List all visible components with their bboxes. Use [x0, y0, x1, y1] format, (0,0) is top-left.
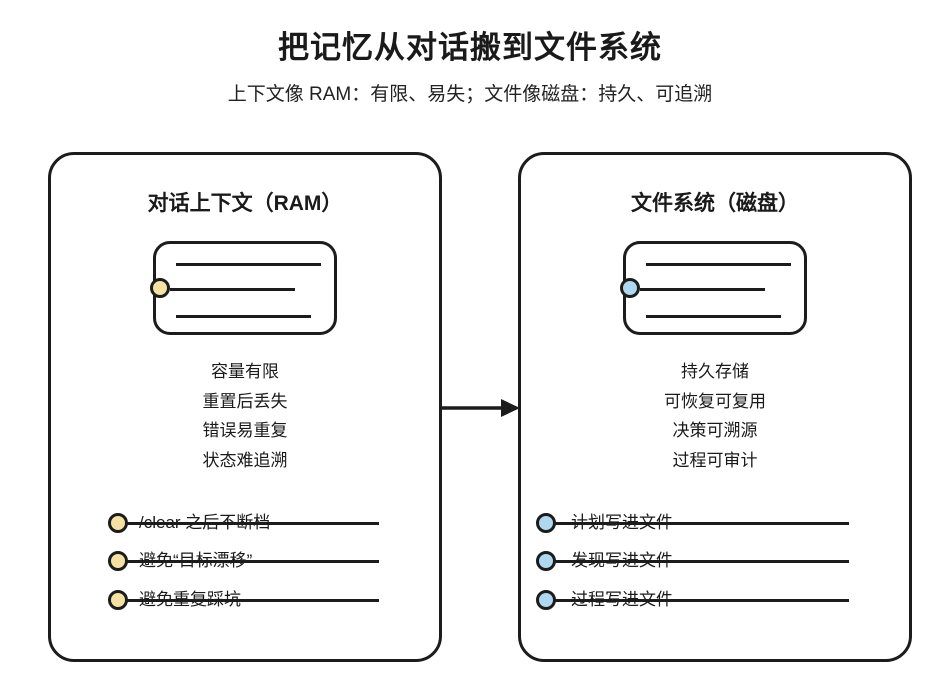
page-subtitle: 上下文像 RAM：有限、易失；文件像磁盘：持久、可追溯	[227, 84, 713, 105]
panel-conversation-ram: 对话上下文（RAM） 容量有限 重置后丢失 错误易重复 状态难追溯 /clear…	[48, 152, 442, 662]
trait-item: 持久存储	[681, 362, 749, 381]
strikethrough-line	[546, 598, 849, 602]
arrow-left-to-right-icon	[439, 399, 520, 417]
milestone-row: /clear 之后不断档	[51, 513, 439, 533]
trait-item: 过程可审计	[672, 450, 758, 470]
milestone-row: 避免“目标漂移”	[51, 551, 439, 571]
strikethrough-line	[118, 598, 379, 602]
trait-item: 决策可溯源	[672, 421, 758, 440]
strikethrough-line	[546, 559, 849, 563]
milestone-row: 过程写进文件	[521, 590, 909, 610]
ram-milestone-dot-icon	[108, 551, 128, 571]
note-card-icon	[620, 241, 807, 335]
strikethrough-line	[118, 559, 379, 563]
panel-file-system-disk: 文件系统（磁盘） 持久存储 可恢复可复用 决策可溯源 过程可审计 计划写进文件 …	[518, 152, 912, 662]
disk-milestone-dot-icon	[536, 551, 556, 571]
card-text-line	[646, 315, 781, 318]
trait-item: 状态难追溯	[202, 450, 288, 470]
milestone-row: 计划写进文件	[521, 513, 909, 533]
strikethrough-line	[118, 521, 379, 525]
card-text-line	[640, 288, 765, 291]
milestone-row: 避免重复踩坑	[51, 590, 439, 610]
disk-trait-list: 持久存储 可恢复可复用 决策可溯源 过程可审计	[521, 357, 909, 475]
milestone-row: 发现写进文件	[521, 551, 909, 571]
card-text-line	[176, 315, 311, 318]
panel-title-ram: 对话上下文（RAM）	[147, 192, 343, 215]
card-text-line	[646, 263, 791, 266]
disk-milestone-dot-icon	[536, 590, 556, 610]
ram-milestone-dot-icon	[108, 590, 128, 610]
strikethrough-line	[546, 521, 849, 525]
note-card-icon	[150, 241, 337, 335]
trait-item: 错误易重复	[202, 421, 288, 440]
card-text-line	[170, 288, 295, 291]
ram-trait-list: 容量有限 重置后丢失 错误易重复 状态难追溯	[51, 357, 439, 475]
ram-milestone-dot-icon	[108, 513, 128, 533]
panel-title-disk: 文件系统（磁盘）	[631, 192, 799, 215]
card-text-line	[176, 263, 321, 266]
trait-item: 容量有限	[211, 362, 279, 381]
disk-dot-icon	[620, 278, 640, 298]
disk-milestone-dot-icon	[536, 513, 556, 533]
trait-item: 可恢复可复用	[664, 391, 766, 411]
page-title: 把记忆从对话搬到文件系统	[278, 30, 662, 65]
trait-item: 重置后丢失	[202, 391, 288, 411]
ram-dot-icon	[150, 278, 170, 298]
